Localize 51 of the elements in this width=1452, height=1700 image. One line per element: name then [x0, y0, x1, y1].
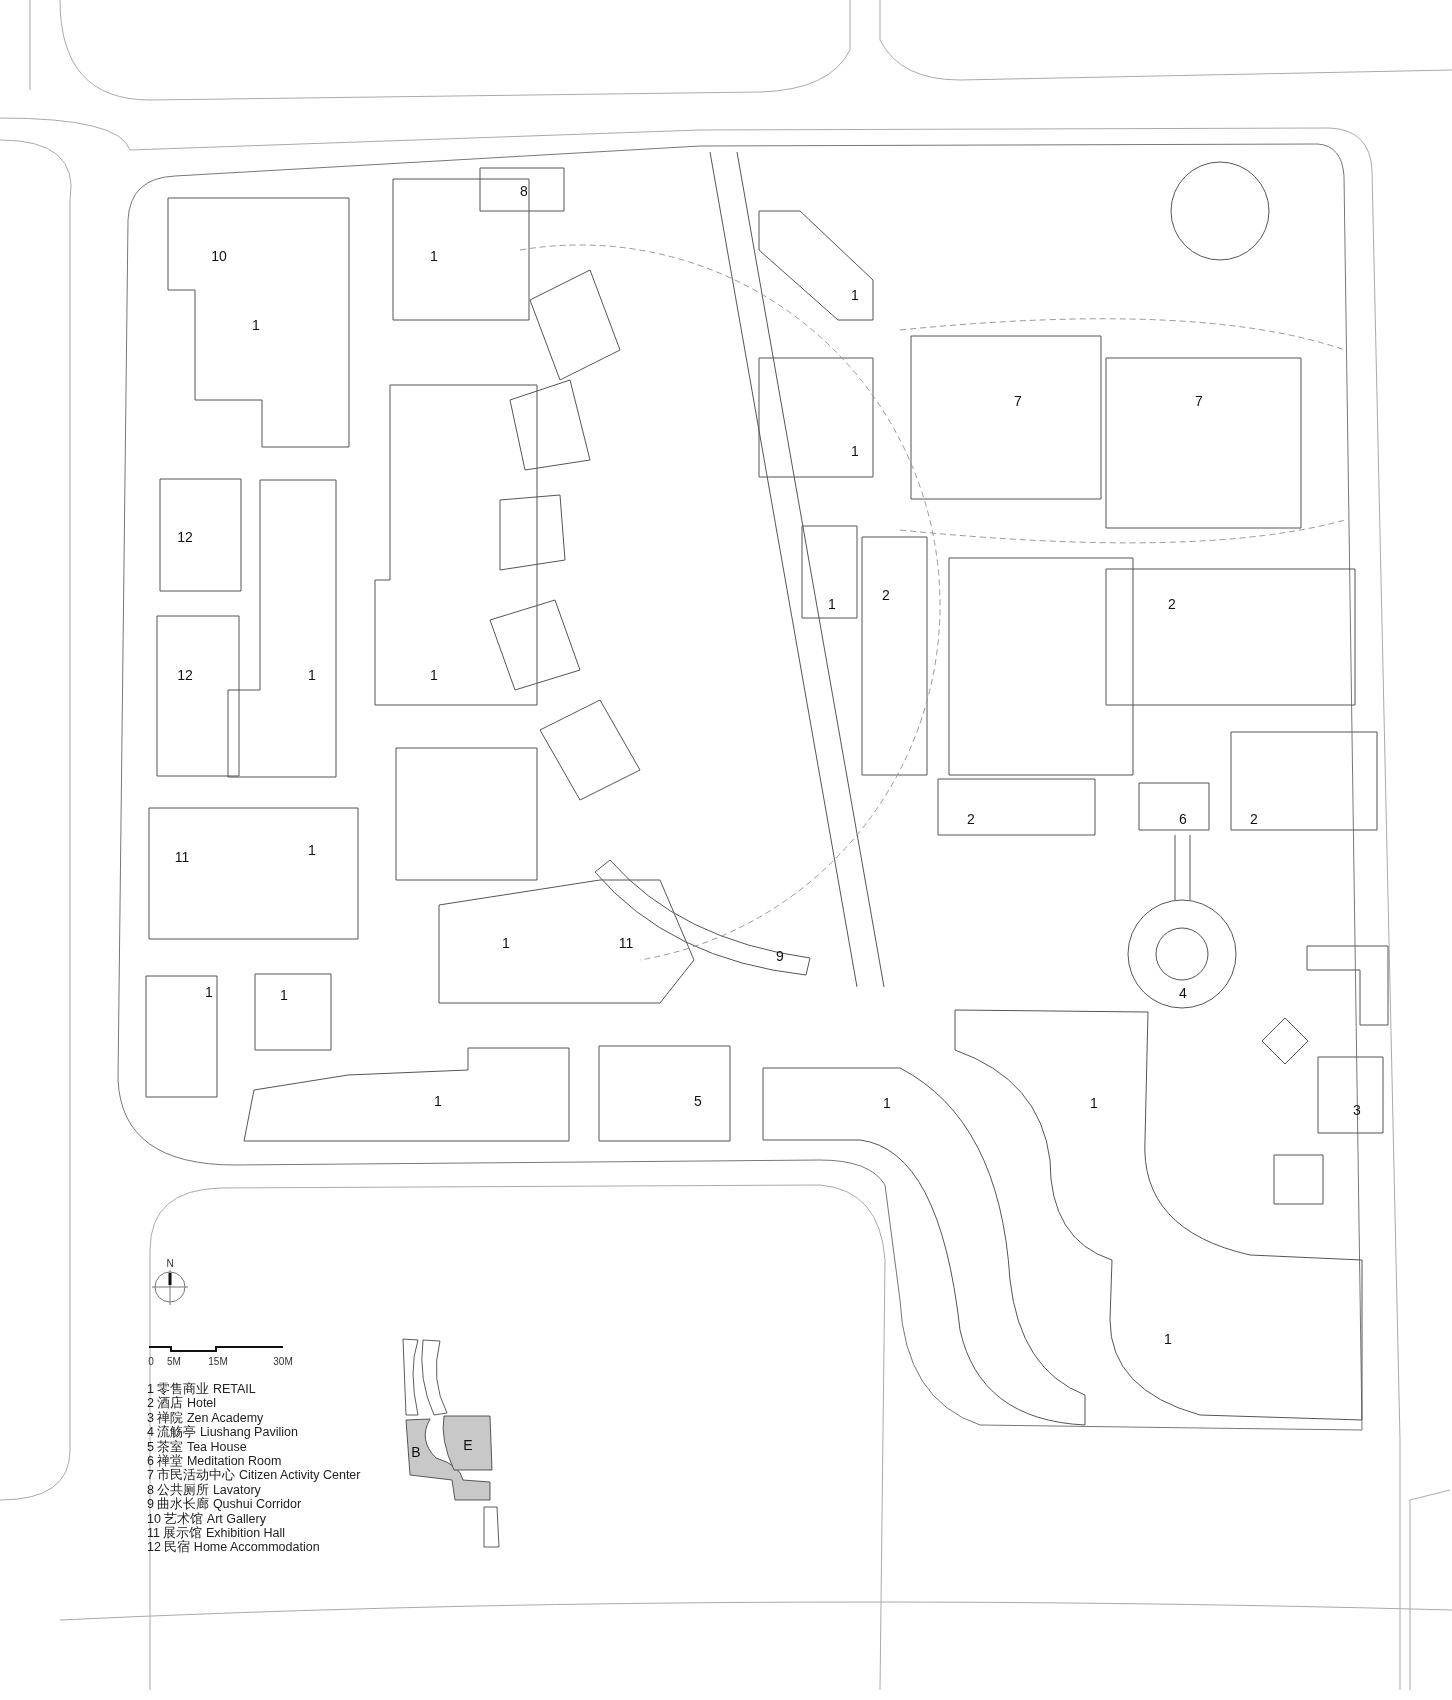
building-number: 11 — [618, 936, 634, 950]
building-number: 1 — [434, 1094, 442, 1108]
legend-entry: 11 展示馆 Exhibition Hall — [147, 1526, 287, 1541]
building-number: 11 — [174, 850, 190, 864]
legend-entry: 6 禅堂 Meditation Room — [147, 1454, 283, 1469]
building-number: 1 — [308, 668, 316, 682]
legend-entry: 1 零售商业 RETAIL — [147, 1382, 257, 1396]
building-number: 1 — [828, 597, 836, 611]
building-number: 7 — [1195, 394, 1203, 408]
building-number: 1 — [851, 288, 859, 302]
building-number: 8 — [520, 184, 528, 198]
building-number: 7 — [1014, 394, 1022, 408]
legend-entry: 5 茶室 Tea House — [147, 1439, 248, 1454]
legend-entry: 8 公共厕所 Lavatory — [147, 1482, 262, 1497]
scale-label: 30M — [273, 1357, 293, 1367]
building-number: 1 — [430, 249, 438, 263]
building-number: 1 — [430, 668, 438, 682]
key-map-label: E — [463, 1438, 473, 1452]
building-number: 4 — [1179, 986, 1187, 1000]
legend-entry: 4 流觞亭 Liushang Pavilion — [147, 1425, 299, 1440]
building-number: 1 — [502, 936, 510, 950]
building-number: 1 — [1090, 1096, 1098, 1110]
building-number: 2 — [967, 812, 975, 826]
building-number: 1 — [851, 444, 859, 458]
building-number: 1 — [205, 985, 213, 999]
building-number: 12 — [177, 668, 193, 682]
building-number: 1 — [1164, 1332, 1172, 1346]
building-number: 9 — [776, 949, 784, 963]
building-number: 10 — [211, 249, 227, 263]
building-number: 1 — [280, 988, 288, 1002]
building-number: 3 — [1353, 1103, 1361, 1117]
building-number: 2 — [1168, 597, 1176, 611]
building-number: 5 — [694, 1094, 702, 1108]
building-number: 1 — [308, 843, 316, 857]
legend-entry: 9 曲水长廊 Qushui Corridor — [147, 1497, 303, 1512]
legend-entry: 10 艺术馆 Art Gallery — [147, 1511, 267, 1526]
building-number: 1 — [883, 1096, 891, 1110]
legend-entry: 7 市民活动中心 Citizen Activity Center — [147, 1468, 361, 1483]
scale-label: 0 — [148, 1357, 154, 1367]
legend-entry: 12 民宿 Home Accommodation — [147, 1540, 321, 1555]
building-number: 12 — [177, 530, 193, 544]
key-map-label: B — [411, 1445, 421, 1459]
legend-entry: 3 禅院 Zen Academy — [147, 1410, 265, 1425]
scale-label: 5M — [167, 1357, 181, 1367]
building-number: 2 — [882, 588, 890, 602]
building-number: 1 — [252, 318, 260, 332]
building-number: 6 — [1179, 812, 1187, 826]
legend-entry: 2 酒店 Hotel — [147, 1396, 218, 1411]
scale-label: 15M — [208, 1357, 228, 1367]
north-label: N — [166, 1259, 174, 1269]
building-number: 2 — [1250, 812, 1258, 826]
